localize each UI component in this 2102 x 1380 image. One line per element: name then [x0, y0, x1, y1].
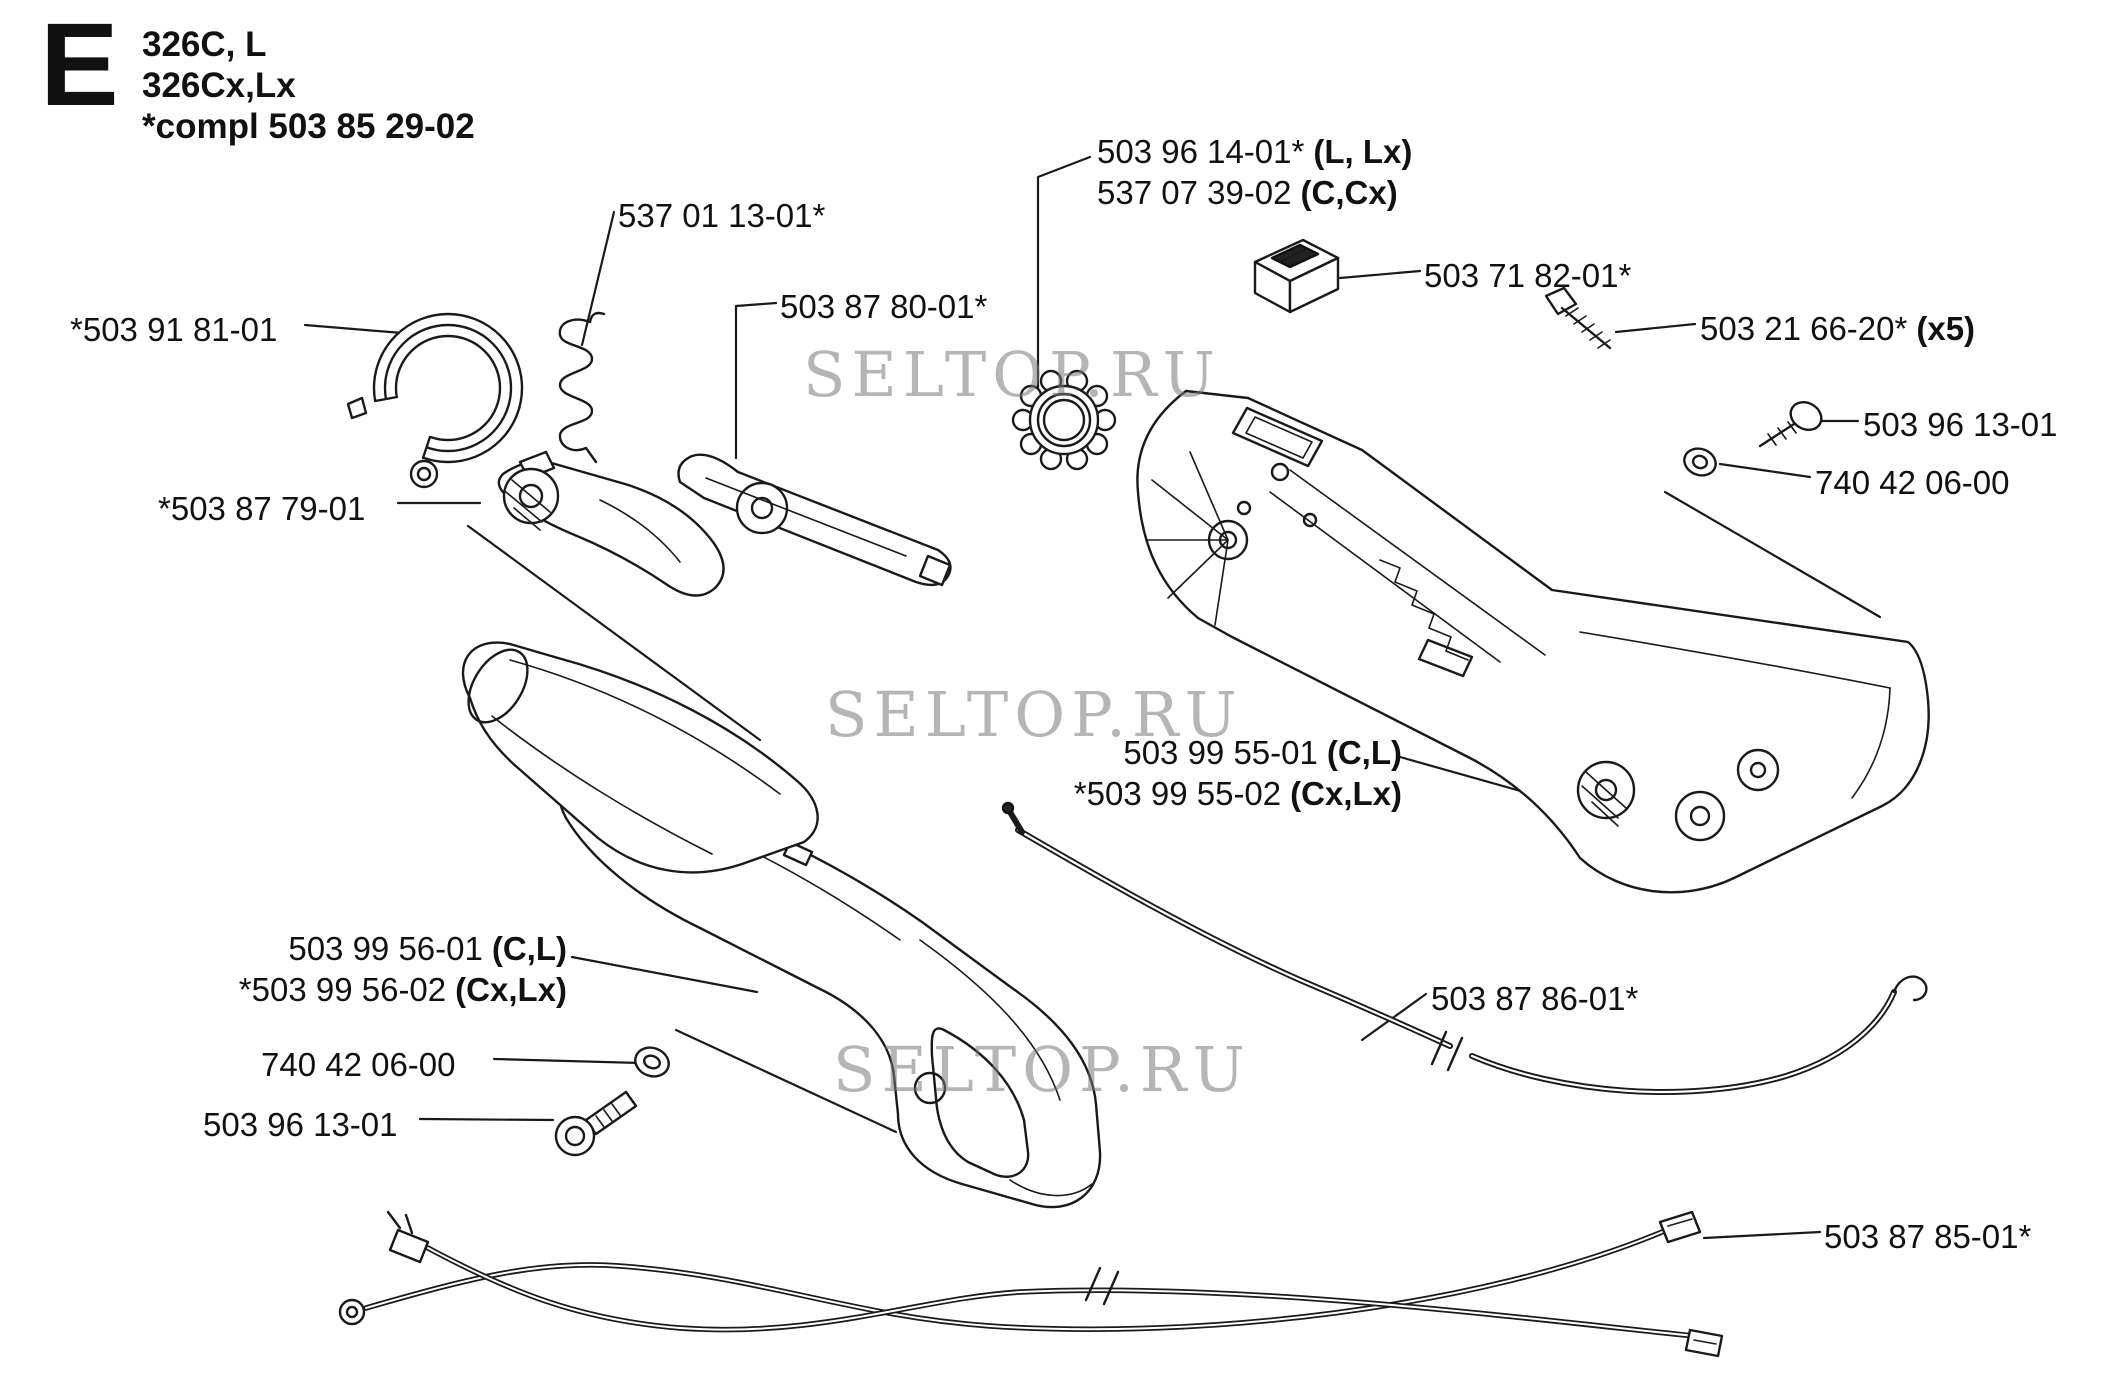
variant-tag: (x5): [1916, 310, 1976, 347]
part-label-503-21-66-20: 503 21 66-20*(x5): [1700, 310, 1975, 348]
watermark: SELTOP.RU: [833, 1033, 1251, 1106]
wiring-harness-drawing: [338, 1210, 1724, 1358]
part-label-740-42-06-00-right: 740 42 06-00: [1815, 464, 2010, 502]
switch-drawing: [1253, 238, 1340, 314]
part-label-503-99-55-02: *503 99 55-02(Cx,Lx): [1074, 773, 1402, 814]
part-label-503-96-14-01: 503 96 14-01*(L, Lx): [1097, 131, 1412, 172]
variant-tag: (Cx,Lx): [1290, 775, 1402, 812]
part-number: 503 21 66-20*: [1700, 310, 1908, 347]
part-number: *503 91 81-01: [70, 311, 278, 348]
part-number: 740 42 06-00: [261, 1046, 456, 1083]
part-label-503-99-56-01: 503 99 56-01(C,L): [239, 928, 567, 969]
part-number: 503 96 13-01: [1863, 406, 2058, 443]
part-number: 503 87 86-01*: [1431, 980, 1639, 1017]
throttle-cable-drawing: [1001, 801, 1928, 1095]
header-block: 326C, L 326Cx,Lx *compl 503 85 29-02: [142, 24, 475, 147]
part-number: 503 96 14-01*: [1097, 133, 1305, 170]
part-number: 503 87 80-01*: [780, 288, 988, 325]
part-label-537-07-39-02: 537 07 39-02(C,Cx): [1097, 172, 1412, 213]
watermark: SELTOP.RU: [825, 678, 1243, 751]
part-number: 503 71 82-01*: [1424, 257, 1632, 294]
spring-drawing: [558, 311, 606, 464]
part-number: 537 07 39-02: [1097, 174, 1292, 211]
complete-assembly-note: *compl 503 85 29-02: [142, 107, 475, 146]
part-label-503-99-56-02: *503 99 56-02(Cx,Lx): [239, 969, 567, 1010]
toothed-wheel-drawing: [1011, 369, 1117, 471]
screw-washer-right-drawing: [1683, 400, 1823, 477]
variant-tag: (C,Cx): [1300, 174, 1398, 211]
variant-tag: (L, Lx): [1313, 133, 1413, 170]
throttle-lock-drawing: [677, 453, 952, 587]
watermark: SELTOP.RU: [803, 338, 1221, 411]
variant-tag: (C,L): [1326, 734, 1402, 771]
model-codes-line2: 326Cx,Lx: [142, 66, 296, 105]
part-label-503-87-80-01: 503 87 80-01*: [780, 288, 987, 326]
part-number: 503 99 56-01: [288, 930, 483, 967]
leader-lines: [303, 155, 1882, 1240]
part-label-503-99-55-01: 503 99 55-01(C,L): [1074, 732, 1402, 773]
screw-washer-left-drawing: [554, 1046, 670, 1157]
part-label-503-87-79-01: *503 87 79-01: [158, 490, 365, 528]
part-number: 537 01 13-01*: [618, 197, 826, 234]
part-label-503-71-82-01: 503 71 82-01*: [1424, 257, 1631, 295]
section-letter: E: [40, 0, 119, 131]
lower-housing-drawing: [461, 641, 1102, 1209]
part-label-503-87-85-01: 503 87 85-01*: [1824, 1218, 2031, 1256]
part-number: 503 96 13-01: [203, 1106, 398, 1143]
part-number: *503 99 55-02: [1073, 775, 1282, 812]
part-label-537-01-13-01: 537 01 13-01*: [618, 197, 825, 235]
throttle-trigger-drawing: [497, 450, 725, 597]
model-codes-line1: 326C, L: [142, 25, 267, 64]
part-number: 503 99 55-01: [1123, 734, 1318, 771]
variant-tag: (C,L): [491, 930, 567, 967]
part-number: 740 42 06-00: [1815, 464, 2010, 501]
part-number: *503 99 56-02: [238, 971, 447, 1008]
part-label-503-96-13-01-left: 503 96 13-01: [203, 1106, 398, 1144]
variant-tag: (Cx,Lx): [455, 971, 567, 1008]
part-label-503-87-86-01: 503 87 86-01*: [1431, 980, 1638, 1018]
part-label-503-91-81-01: *503 91 81-01: [70, 311, 277, 349]
part-label-group-lower-housing: 503 99 56-01(C,L) *503 99 56-02(Cx,Lx): [239, 928, 567, 1010]
part-label-group-wheel: 503 96 14-01*(L, Lx) 537 07 39-02(C,Cx): [1097, 131, 1412, 213]
part-number: 503 87 85-01*: [1824, 1218, 2032, 1255]
part-number: *503 87 79-01: [158, 490, 366, 527]
clamp-drawing: [346, 312, 524, 489]
part-label-503-96-13-01-right: 503 96 13-01: [1863, 406, 2058, 444]
part-label-740-42-06-00-left: 740 42 06-00: [261, 1046, 456, 1084]
screw-x5-drawing: [1544, 286, 1612, 350]
part-label-group-upper-housing: 503 99 55-01(C,L) *503 99 55-02(Cx,Lx): [1074, 732, 1402, 814]
upper-housing-drawing: [1136, 389, 1930, 894]
